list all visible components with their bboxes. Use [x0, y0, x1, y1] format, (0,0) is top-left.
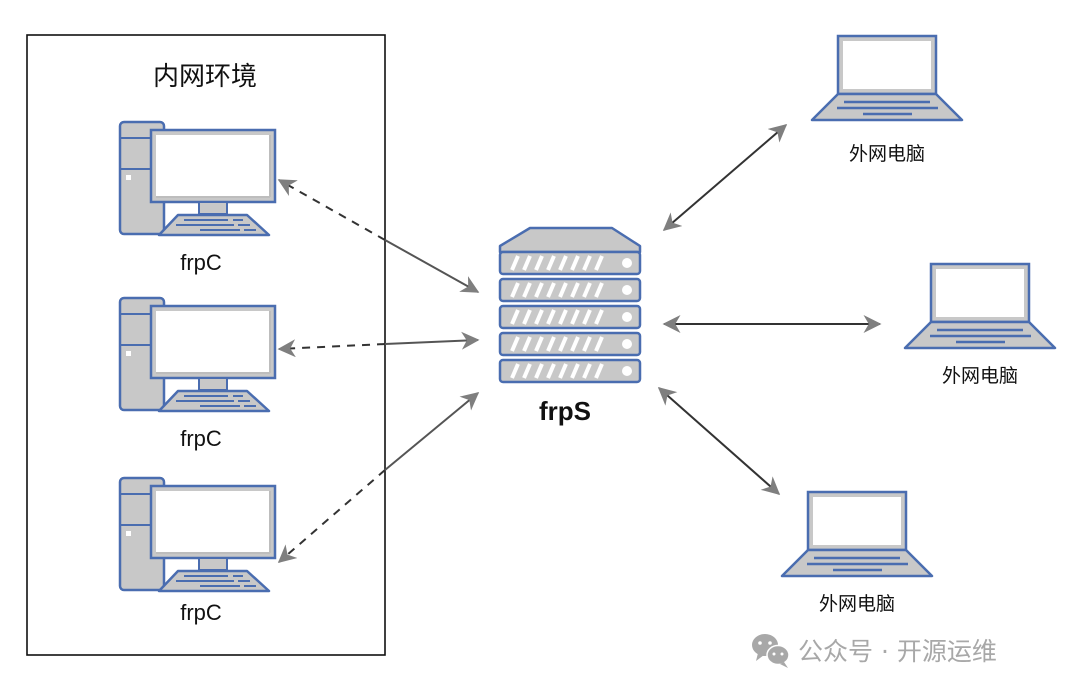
client-server-link: [277, 179, 480, 293]
watermark: 公众号 · 开源运维: [752, 634, 997, 668]
client-label: frpC: [180, 600, 222, 625]
client-node: frpC: [118, 476, 277, 625]
wechat-icon: [752, 634, 790, 668]
watermark-text: 公众号 · 开源运维: [798, 637, 997, 666]
client-node: frpC: [118, 296, 277, 451]
external-node: 外网电脑: [810, 34, 964, 165]
client-label: frpC: [180, 250, 222, 275]
server-node: frpS: [498, 226, 642, 426]
laptop-icon: [903, 262, 1057, 350]
external-label: 外网电脑: [819, 593, 895, 615]
server-external-link: [657, 387, 781, 495]
external-label: 外网电脑: [942, 365, 1018, 387]
laptop-icon: [780, 490, 934, 578]
desktop-pc-icon: [118, 476, 277, 593]
desktop-pc-icon: [118, 120, 277, 237]
external-node: 外网电脑: [780, 490, 934, 615]
laptop-icon: [810, 34, 964, 122]
intranet-box-label: 内网环境: [153, 62, 257, 92]
server-rack-icon: [498, 226, 642, 384]
desktop-pc-icon: [118, 296, 277, 413]
client-server-link: [277, 331, 480, 358]
client-server-link: [277, 392, 480, 563]
server-label: frpS: [539, 396, 591, 426]
external-label: 外网电脑: [849, 143, 925, 165]
server-external-link: [662, 124, 788, 231]
external-node: 外网电脑: [903, 262, 1057, 387]
client-label: frpC: [180, 426, 222, 451]
client-node: frpC: [118, 120, 277, 275]
